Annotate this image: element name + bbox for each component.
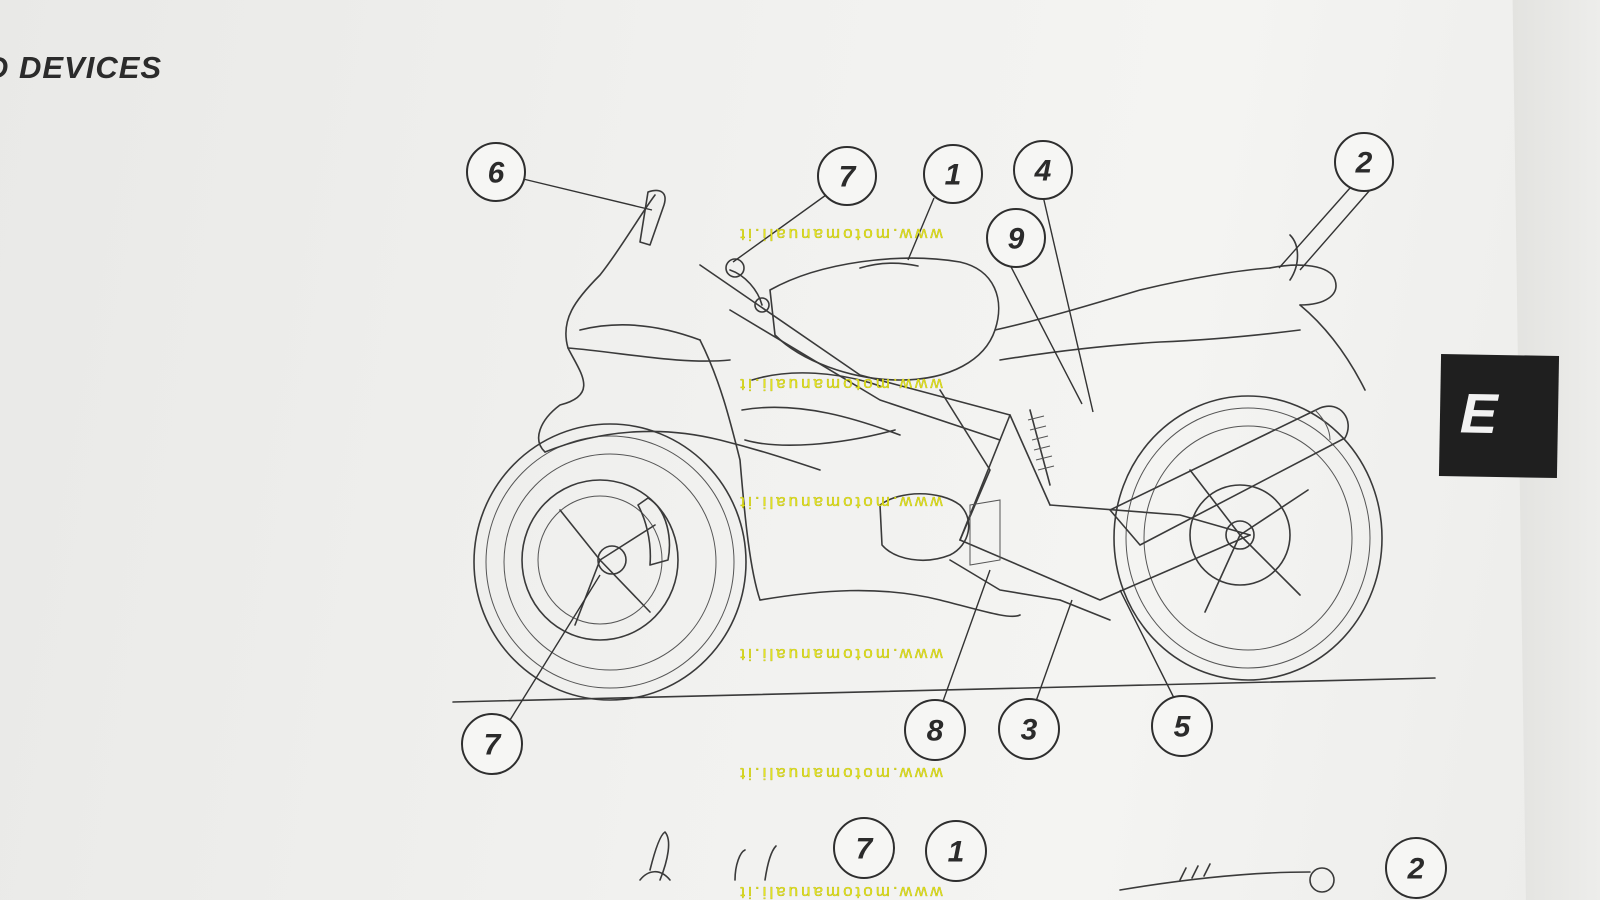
watermark-4: www.motomanuali.it [737, 645, 943, 664]
svg-text:8: 8 [927, 715, 944, 748]
watermark-6: www.motomanuali.it [737, 883, 943, 900]
fairing [537, 189, 1021, 618]
callout-1-top: 1 [923, 144, 983, 204]
callout-7-top: 7 [817, 146, 877, 206]
front-wheel [473, 423, 747, 701]
watermark-1: www.motomanuali.it [737, 225, 943, 244]
rear-wheel [1113, 395, 1383, 681]
callout-5: 5 [1151, 695, 1213, 757]
callout-9: 9 [986, 208, 1046, 268]
svg-text:5: 5 [1174, 711, 1192, 744]
svg-text:7: 7 [484, 729, 502, 762]
callout-1-next: 1 [925, 820, 987, 882]
svg-text:2: 2 [1355, 147, 1373, 180]
watermark-3: www.motomanuali.it [737, 493, 943, 512]
svg-text:1: 1 [945, 159, 962, 192]
leader-lines [509, 177, 1371, 721]
callout-4: 4 [1013, 140, 1073, 200]
tank-and-seat [769, 234, 1366, 391]
frame [699, 264, 1251, 601]
callout-6: 6 [466, 142, 526, 202]
svg-text:3: 3 [1021, 714, 1038, 747]
next-diagram-partial [639, 831, 1335, 893]
svg-text:7: 7 [856, 833, 874, 866]
callout-2-next: 2 [1385, 837, 1447, 899]
svg-text:2: 2 [1407, 853, 1425, 886]
exhaust [1109, 405, 1349, 546]
callout-7-bottom: 7 [461, 713, 523, 775]
watermark-5: www.motomanuali.it [737, 764, 943, 783]
watermarks: www.motomanuali.it www.motomanuali.it ww… [737, 225, 943, 900]
handlebar [725, 258, 770, 313]
engine [879, 492, 1061, 601]
callout-7-next: 7 [833, 817, 895, 879]
svg-text:7: 7 [839, 161, 857, 194]
callout-3: 3 [998, 698, 1060, 760]
svg-text:1: 1 [948, 836, 965, 869]
svg-text:4: 4 [1034, 155, 1052, 188]
callout-2-top: 2 [1334, 132, 1394, 192]
callout-8: 8 [904, 699, 966, 761]
ground-line [452, 677, 1436, 703]
side-stand [1059, 599, 1111, 621]
svg-text:6: 6 [488, 157, 505, 190]
svg-text:9: 9 [1008, 223, 1025, 256]
shock-absorber [1027, 409, 1055, 486]
watermark-2: www.motomanuali.it [737, 375, 943, 394]
section-heading: D DEVICES [0, 50, 163, 85]
